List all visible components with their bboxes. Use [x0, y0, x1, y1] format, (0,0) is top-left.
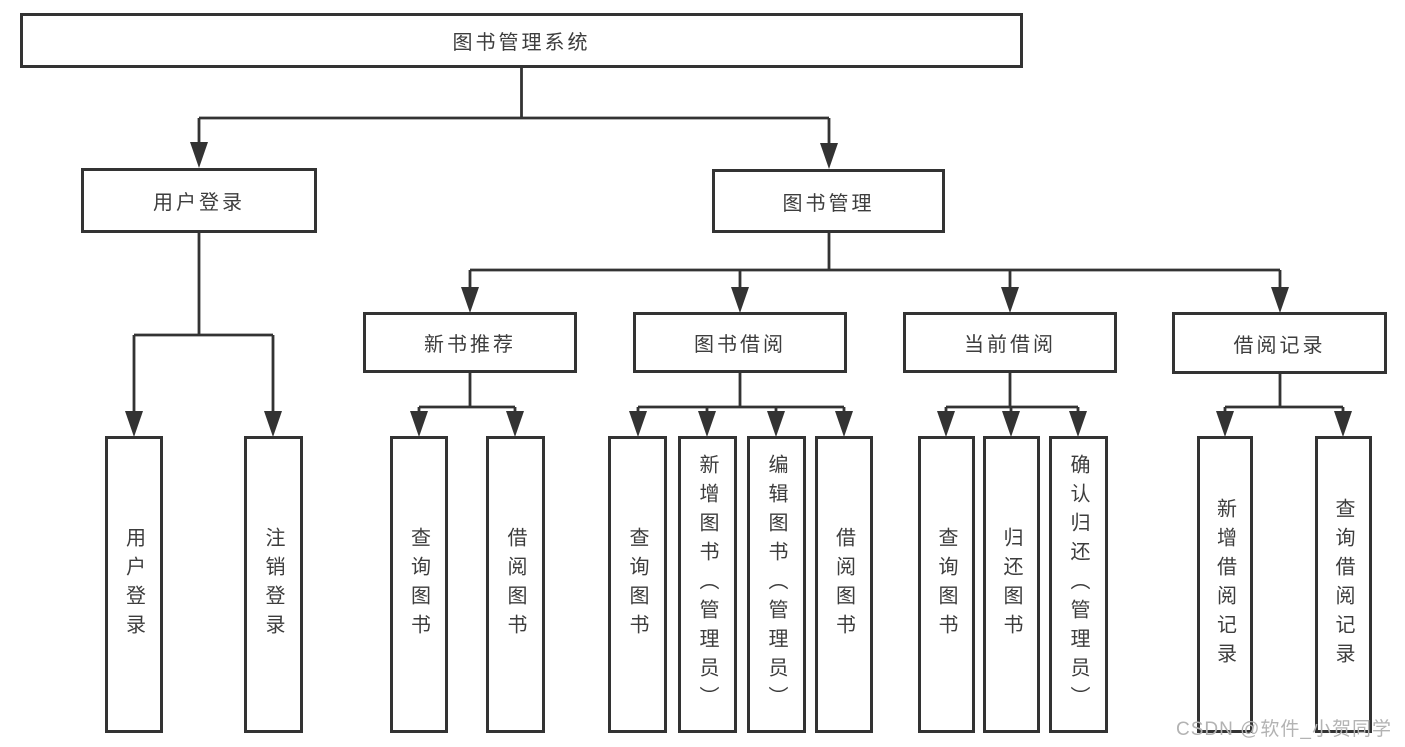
- leaf-user-login-label: 用户登录: [122, 526, 145, 643]
- leaf-edit-book-admin: 编辑图书（管理员）: [747, 436, 806, 733]
- leaf-borrow-books-recommend-label: 借阅图书: [504, 526, 526, 643]
- leaf-borrow-books-recommend: 借阅图书: [486, 436, 545, 733]
- node-borrow-records: 借阅记录: [1172, 312, 1387, 374]
- leaf-query-borrow-record: 查询借阅记录: [1315, 436, 1372, 733]
- node-new-book-recommend-label: 新书推荐: [424, 334, 516, 356]
- leaf-add-book-admin: 新增图书（管理员）: [678, 436, 737, 733]
- node-current-borrow: 当前借阅: [903, 312, 1117, 373]
- node-current-borrow-label: 当前借阅: [964, 334, 1056, 356]
- leaf-add-borrow-record-label: 新增借阅记录: [1213, 497, 1236, 672]
- leaf-logout-label: 注销登录: [262, 526, 284, 643]
- node-user-login-label: 用户登录: [153, 192, 245, 214]
- leaf-borrow-books: 借阅图书: [815, 436, 873, 733]
- node-borrow-records-label: 借阅记录: [1233, 334, 1326, 357]
- leaf-confirm-return-admin-label: 确认归还（管理员）: [1067, 454, 1089, 715]
- leaf-add-borrow-record: 新增借阅记录: [1197, 436, 1253, 733]
- leaf-query-books-current-label: 查询图书: [935, 526, 957, 643]
- leaf-add-book-admin-label: 新增图书（管理员）: [696, 454, 718, 715]
- node-book-borrow-label: 图书借阅: [694, 334, 786, 356]
- node-book-borrow: 图书借阅: [633, 312, 847, 373]
- csdn-watermark: CSDN @软件_小贺同学: [1176, 719, 1392, 740]
- leaf-logout: 注销登录: [244, 436, 303, 733]
- leaf-query-books-current: 查询图书: [918, 436, 975, 733]
- node-root-label: 图书管理系统: [452, 32, 591, 54]
- leaf-query-books-recommend: 查询图书: [390, 436, 448, 733]
- node-book-management: 图书管理: [712, 169, 945, 233]
- leaf-query-books-recommend-label: 查询图书: [407, 526, 430, 643]
- node-root: 图书管理系统: [20, 13, 1023, 68]
- leaf-query-books-borrow-label: 查询图书: [626, 526, 648, 643]
- leaf-confirm-return-admin: 确认归还（管理员）: [1049, 436, 1108, 733]
- leaf-return-books-label: 归还图书: [1000, 526, 1022, 643]
- leaf-user-login: 用户登录: [105, 436, 163, 733]
- node-user-login: 用户登录: [81, 168, 317, 233]
- leaf-edit-book-admin-label: 编辑图书（管理员）: [765, 454, 787, 715]
- leaf-query-borrow-record-label: 查询借阅记录: [1332, 497, 1354, 672]
- node-new-book-recommend: 新书推荐: [363, 312, 577, 373]
- node-book-management-label: 图书管理: [782, 192, 875, 215]
- leaf-borrow-books-label: 借阅图书: [832, 526, 855, 643]
- leaf-query-books-borrow: 查询图书: [608, 436, 667, 733]
- leaf-return-books: 归还图书: [983, 436, 1040, 733]
